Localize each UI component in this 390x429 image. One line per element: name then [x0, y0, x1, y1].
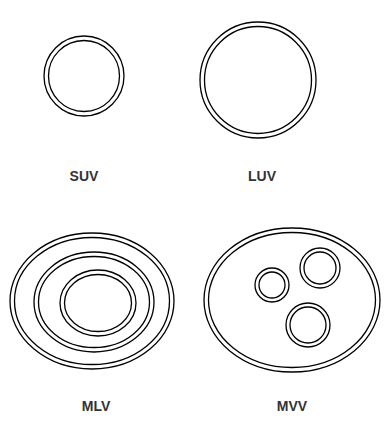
vesicle-label: MLV [82, 398, 111, 415]
vesicle-label: LUV [248, 168, 276, 185]
luv-vesicle [200, 22, 316, 138]
vesicle-label: MVV [277, 398, 307, 415]
mlv-vesicle [10, 233, 174, 369]
mvv-vesicle [204, 228, 380, 372]
vesicle-label: SUV [70, 168, 99, 185]
suv-vesicle [44, 36, 124, 116]
